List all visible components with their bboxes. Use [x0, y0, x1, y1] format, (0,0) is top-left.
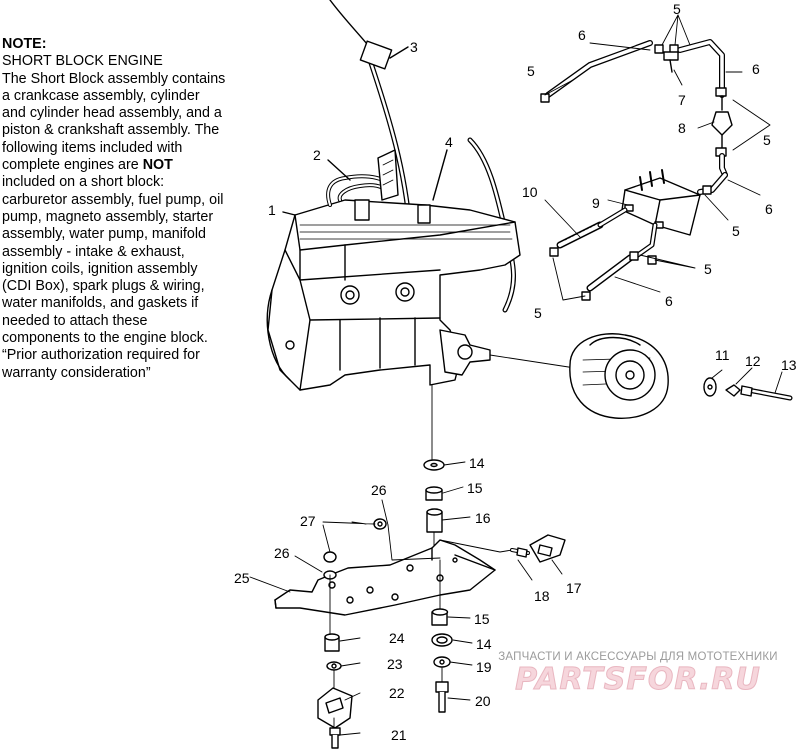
callout-14-a: 14: [469, 455, 485, 471]
callout-26-a: 26: [371, 482, 387, 498]
callout-25: 25: [234, 570, 250, 586]
callout-13: 13: [781, 357, 797, 373]
note-body: The Short Block assembly contains a cran…: [2, 71, 227, 382]
callout-14-b: 14: [476, 636, 492, 652]
callout-26-b: 26: [274, 545, 290, 561]
callout-9: 9: [592, 195, 600, 211]
callout-16: 16: [475, 510, 491, 526]
callout-6-c: 6: [765, 201, 773, 217]
callout-18: 18: [534, 588, 550, 604]
callout-6-a: 6: [578, 27, 586, 43]
callout-4: 4: [445, 134, 453, 150]
callout-5-d: 5: [732, 223, 740, 239]
note-not-word: NOT: [142, 157, 173, 174]
callout-10: 10: [522, 184, 538, 200]
watermark-subtitle: ЗАПЧАСТИ И АКСЕССУАРЫ ДЛЯ МОТОТЕХНИКИ: [498, 651, 778, 663]
callout-11: 11: [715, 347, 730, 363]
callout-labels: 1 2 3 4 5 5 5 5 5 5 6 6 6 6 7 8 9 10 11 …: [234, 1, 797, 743]
callout-19: 19: [476, 659, 492, 675]
callout-22: 22: [389, 685, 405, 701]
callout-2: 2: [313, 147, 321, 163]
callout-17: 17: [566, 580, 582, 596]
note-text-1: The Short Block assembly contains a cran…: [2, 70, 226, 174]
callout-6-d: 6: [665, 293, 673, 309]
note-text-2: included on a short block: carburetor as…: [2, 174, 224, 381]
callout-21: 21: [391, 727, 407, 743]
note-heading: NOTE:: [2, 36, 47, 52]
note-block: NOTE: SHORT BLOCK ENGINE The Short Block…: [2, 36, 227, 382]
callout-7: 7: [678, 92, 686, 108]
callout-3: 3: [410, 39, 418, 55]
callout-20: 20: [475, 693, 491, 709]
watermark-logo: PARTSFOR.RU: [515, 662, 761, 697]
callout-5-b: 5: [673, 1, 681, 17]
callout-1: 1: [268, 202, 276, 218]
callout-15-b: 15: [474, 611, 490, 627]
callout-5-e: 5: [704, 261, 712, 277]
watermark: ЗАПЧАСТИ И АКСЕССУАРЫ ДЛЯ МОТОТЕХНИКИ PA…: [488, 651, 788, 697]
callout-5-a: 5: [527, 63, 535, 79]
callout-12: 12: [745, 353, 761, 369]
callout-23: 23: [387, 656, 403, 672]
callout-24: 24: [389, 630, 405, 646]
callout-5-c: 5: [763, 132, 771, 148]
note-title: SHORT BLOCK ENGINE: [2, 53, 163, 70]
callout-5-f: 5: [534, 305, 542, 321]
callout-15-a: 15: [467, 480, 483, 496]
callout-6-b: 6: [752, 61, 760, 77]
callout-27: 27: [300, 513, 316, 529]
callout-8: 8: [678, 120, 686, 136]
